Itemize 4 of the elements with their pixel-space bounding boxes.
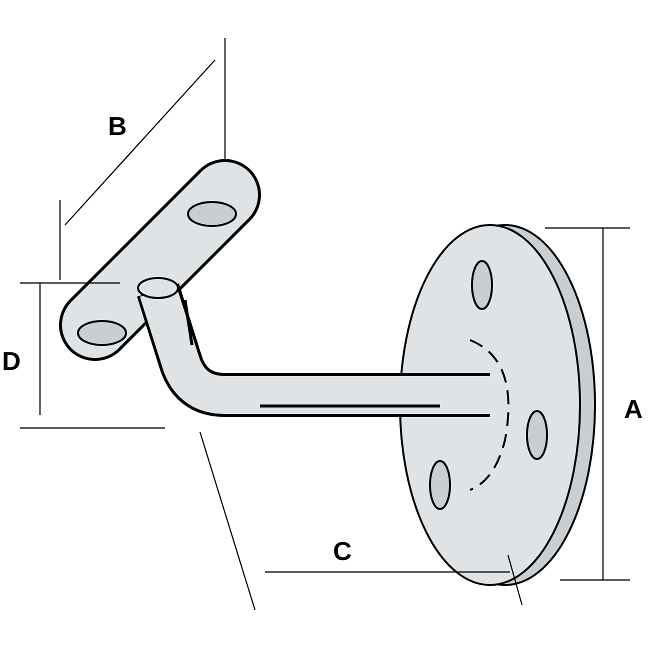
dimension-label: C [333,538,352,564]
dimension-label: D [2,348,21,374]
dimension-label: B [108,113,127,139]
dimension-label: A [624,396,643,422]
